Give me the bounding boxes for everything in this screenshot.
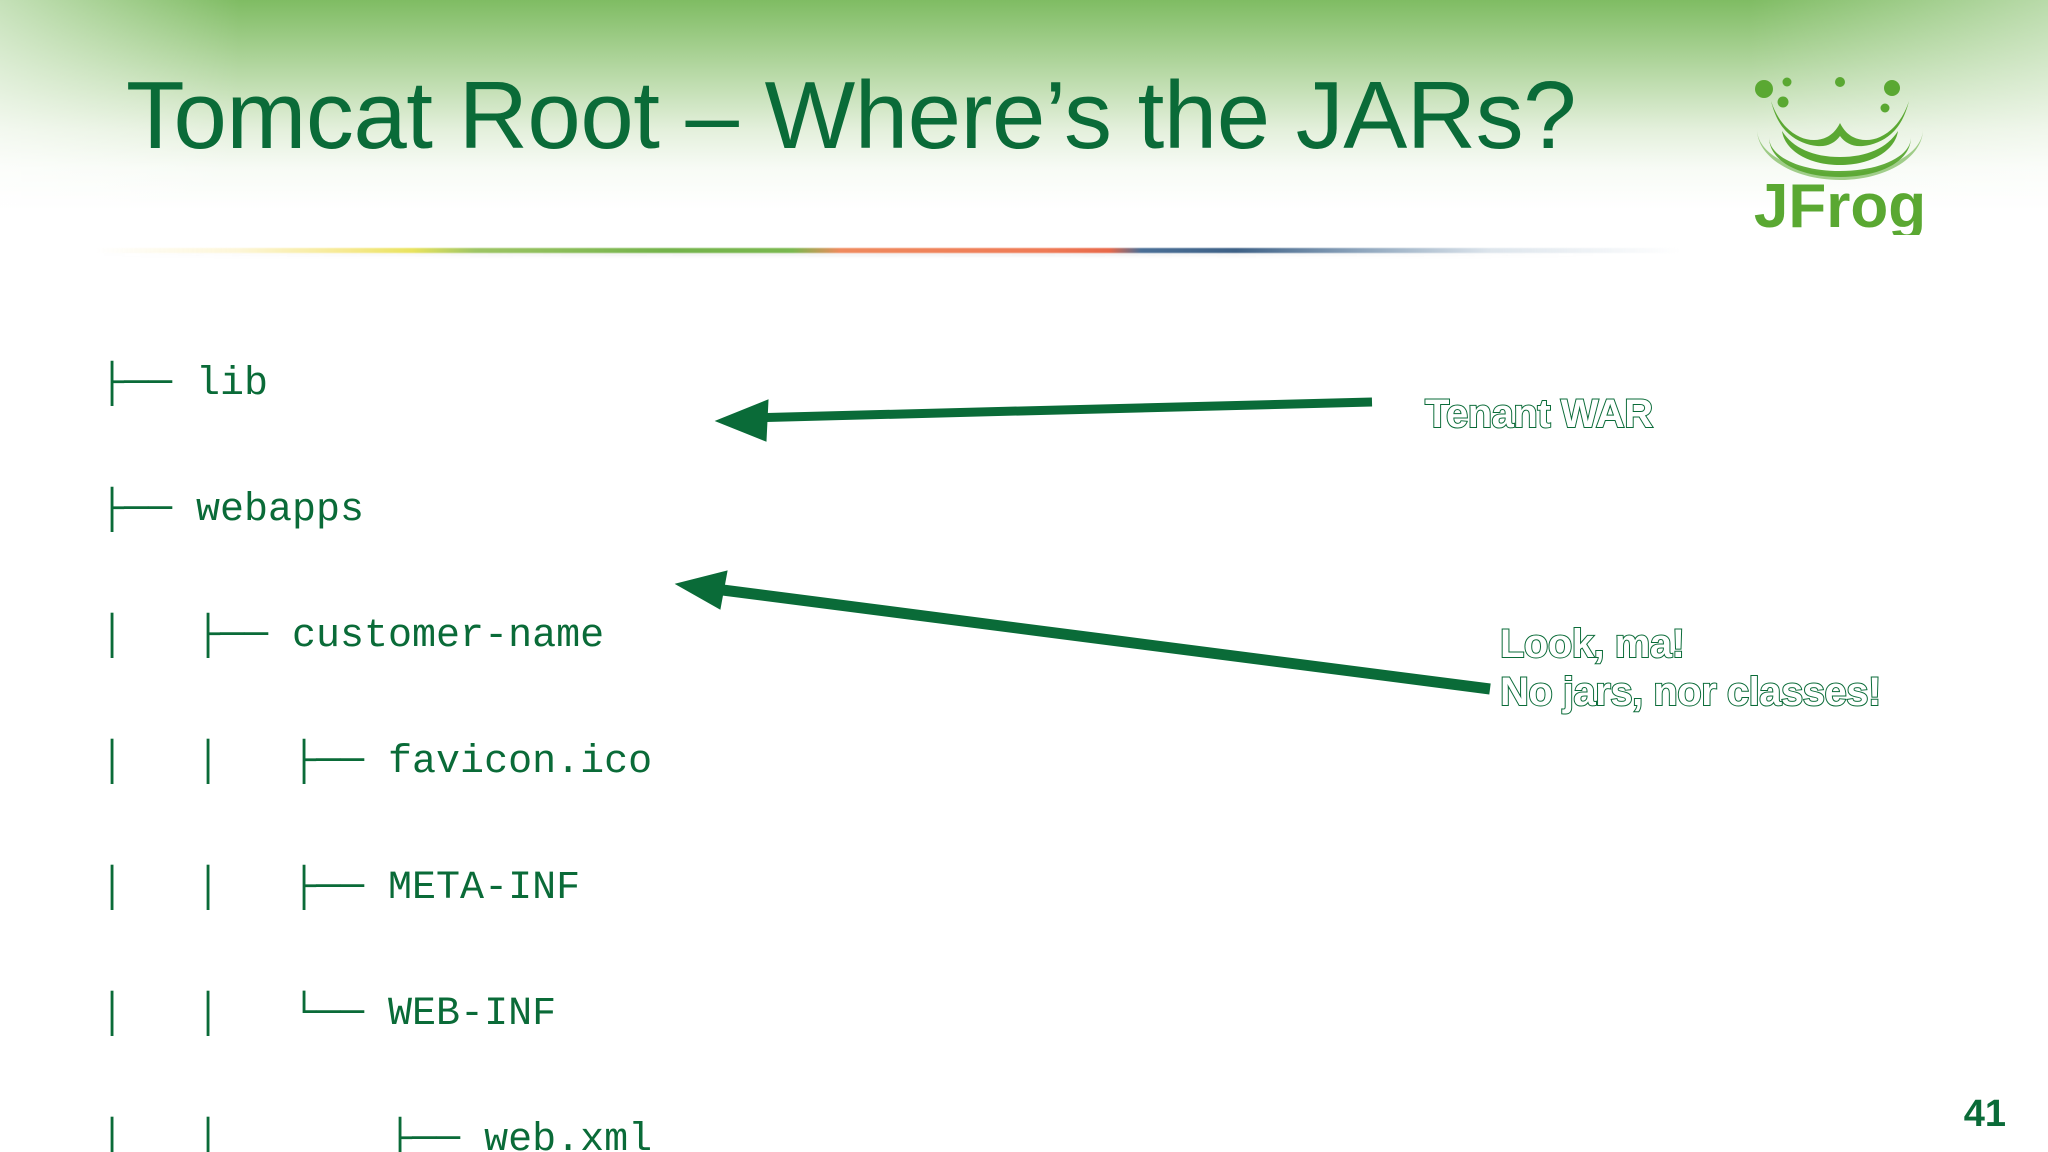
slide-title: Tomcat Root – Where’s the JARs? [126,62,1577,169]
annotation-look-ma-line1: Look, ma! [1499,621,1686,667]
jfrog-wordmark: JFrog [1754,172,1926,235]
tree-row: │ │ ├── favicon.ico [100,740,653,785]
page-number: 41 [1963,1093,2006,1135]
tree-row: ├── lib [100,362,269,407]
jfrog-logo: JFrog [1735,55,1945,235]
annotation-look-ma-line2: No jars, nor classes! [1499,669,1882,715]
title-divider [95,246,1680,256]
tree-row: │ │ ├── META-INF [100,866,581,911]
directory-tree: ├── lib ├── webapps │ ├── customer-name … [100,280,964,1152]
annotation-look-ma: Look, ma! No jars, nor classes! [1499,620,1882,716]
title-divider-shadow [95,253,1680,256]
tree-row: │ ├── customer-name [100,614,605,659]
title-divider-bar [95,248,1680,253]
tree-row: │ │ └── WEB-INF [100,992,557,1037]
tree-row: │ │ ├── web.xml [100,1118,653,1152]
annotation-tenant-war: Tenant WAR [1424,391,1654,437]
tree-row: ├── webapps [100,488,365,533]
